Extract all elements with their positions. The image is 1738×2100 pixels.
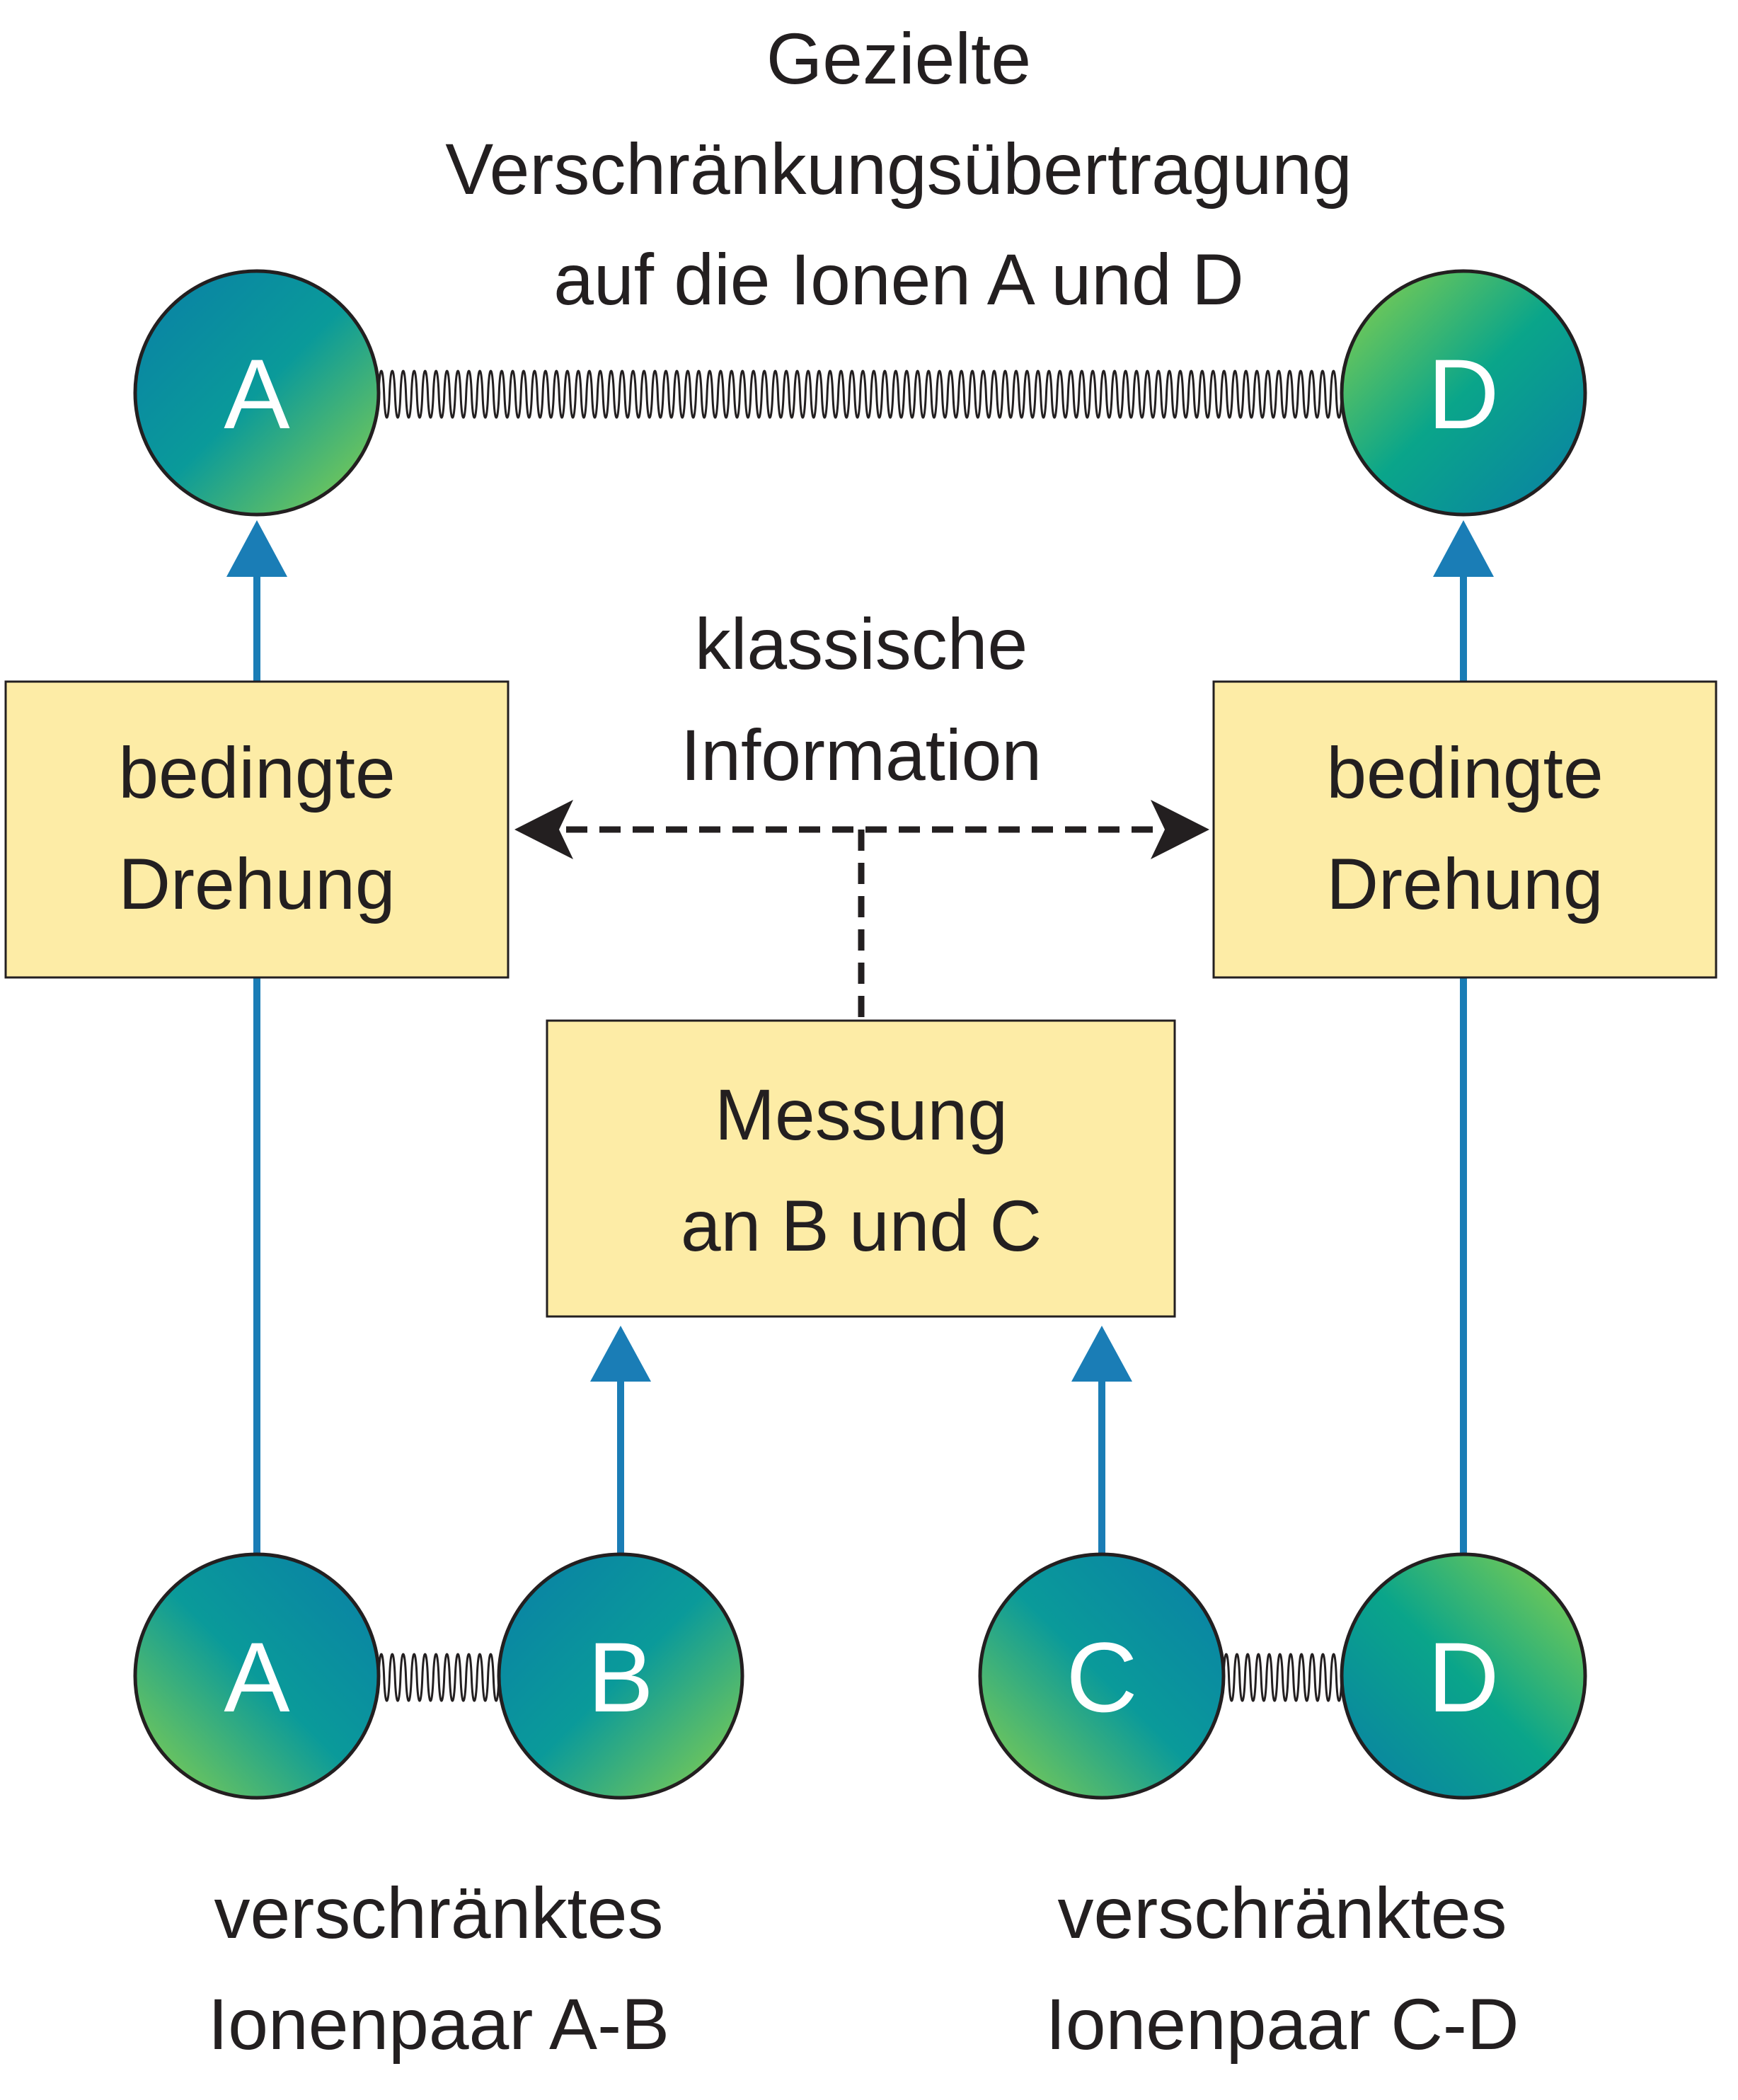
classical-info-arrows — [514, 800, 1209, 1021]
entanglement-spring-cd — [1222, 1653, 1343, 1702]
ion-bottom-a-circle — [133, 1552, 381, 1800]
ion-bottom-a: A — [133, 1552, 381, 1800]
rotation-right-line-2: Drehung — [1326, 844, 1603, 924]
rotation-box-left-bg — [4, 680, 510, 979]
ion-top-d-circle — [1340, 269, 1587, 517]
flow-arrows — [226, 520, 1494, 1554]
arrow-head-right — [1151, 800, 1209, 859]
title-line-2: Verschränkungsübertragung — [445, 129, 1352, 210]
arrow-head-c-up — [1071, 1326, 1132, 1382]
arrow-head-b-up — [590, 1326, 651, 1382]
rotation-box-left: bedingte Drehung — [4, 680, 510, 979]
entanglement-spring-top — [377, 369, 1343, 419]
ion-bottom-b-circle — [497, 1552, 744, 1800]
measurement-box-bg — [546, 1019, 1176, 1318]
measurement-line-1: Messung — [715, 1074, 1008, 1155]
rotation-left-line-2: Drehung — [118, 844, 395, 924]
ion-top-a-circle — [133, 269, 381, 517]
ion-bottom-d-circle — [1340, 1552, 1587, 1800]
title-line-1: Gezielte — [766, 18, 1031, 99]
ion-bottom-b: B — [497, 1552, 744, 1800]
pair-ab-line-2: Ionenpaar A-B — [208, 1984, 669, 2065]
pair-cd-label: verschränktes Ionenpaar C-D — [1045, 1873, 1519, 2065]
rotation-box-right: bedingte Drehung — [1212, 680, 1717, 979]
rotation-left-line-1: bedingte — [118, 733, 395, 813]
classical-info-line-1: klassische — [695, 604, 1028, 684]
ion-bottom-a-label: A — [224, 1622, 290, 1733]
pair-ab-label: verschränktes Ionenpaar A-B — [208, 1873, 669, 2065]
ion-top-a: A — [133, 269, 381, 517]
ion-top-a-label: A — [224, 338, 290, 449]
classical-info-line-2: Information — [681, 715, 1042, 796]
ion-top-d-label: D — [1427, 338, 1499, 449]
rotation-right-line-1: bedingte — [1326, 733, 1603, 813]
ion-bottom-c-label: C — [1066, 1622, 1137, 1733]
ion-top-d: D — [1340, 269, 1587, 517]
pair-cd-line-2: Ionenpaar C-D — [1045, 1984, 1519, 2065]
classical-info-label: klassische Information — [681, 604, 1042, 796]
ion-bottom-d-label: D — [1427, 1622, 1499, 1733]
arrow-head-a-up — [226, 520, 287, 577]
measurement-line-2: an B und C — [681, 1186, 1042, 1266]
measurement-box: Messung an B und C — [546, 1019, 1176, 1318]
ion-bottom-c: C — [978, 1552, 1226, 1800]
arrow-head-d-up — [1433, 520, 1494, 577]
ion-bottom-c-circle — [978, 1552, 1226, 1800]
pair-ab-line-1: verschränktes — [214, 1873, 664, 1953]
ion-bottom-d: D — [1340, 1552, 1587, 1800]
title: Gezielte Verschränkungsübertragung auf d… — [445, 18, 1352, 320]
pair-cd-line-1: verschränktes — [1058, 1873, 1507, 1953]
entanglement-spring-ab — [377, 1653, 500, 1702]
rotation-box-right-bg — [1212, 680, 1717, 979]
ion-bottom-b-label: B — [587, 1622, 653, 1733]
arrow-head-left — [514, 800, 573, 859]
title-line-3: auf die Ionen A und D — [553, 239, 1243, 320]
